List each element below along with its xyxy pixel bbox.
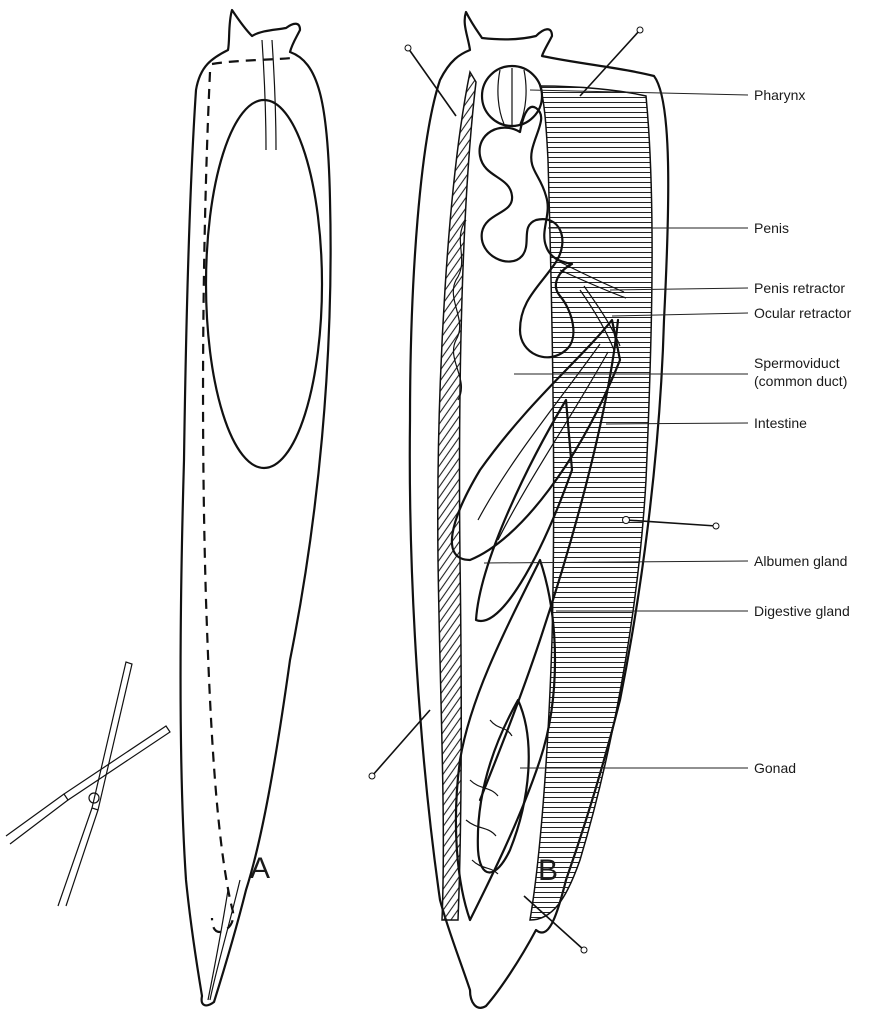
label-ocular-retractor: Ocular retractor [754,305,852,321]
label-albumen-gland: Albumen gland [754,553,847,569]
label-intestine: Intestine [754,415,807,431]
label-digestive-gland: Digestive gland [754,603,850,619]
label-spermoviduct: Spermoviduct [754,355,840,371]
slug-panel-b: B [369,12,719,1008]
label-penis: Penis [754,220,789,236]
incision-line [203,58,292,932]
label-penis-retractor: Penis retractor [754,280,845,296]
panel-b-letter: B [538,854,558,887]
neck-groove [262,40,276,150]
scissors-illustration [6,662,170,906]
panel-a-letter: A [250,852,270,885]
label-spermoviduct-sub: (common duct) [754,373,847,389]
tail-split [208,880,240,1000]
mantle-shield [206,100,322,468]
label-gonad: Gonad [754,760,796,776]
label-pharynx: Pharynx [754,87,805,103]
slug-panel-a: A [181,10,331,1005]
